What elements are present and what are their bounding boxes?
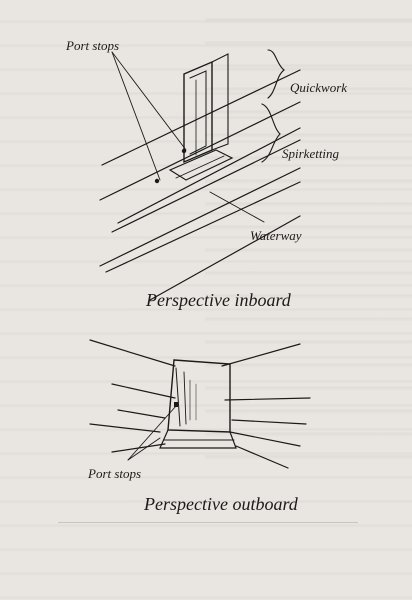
spirketting-label: Spirketting	[282, 146, 340, 161]
waterway-label: Waterway	[250, 228, 302, 243]
outboard-perspective	[89, 339, 311, 469]
inboard-caption: Perspective inboard	[146, 290, 291, 310]
quickwork-label: Quickwork	[290, 80, 348, 95]
page-divider	[58, 522, 358, 523]
port-stops-label: Port stops	[66, 38, 120, 53]
inboard-perspective	[99, 49, 301, 301]
outboard-caption: Perspective outboard	[144, 494, 298, 514]
port-stops-label-outboard: Port stops	[88, 466, 142, 481]
